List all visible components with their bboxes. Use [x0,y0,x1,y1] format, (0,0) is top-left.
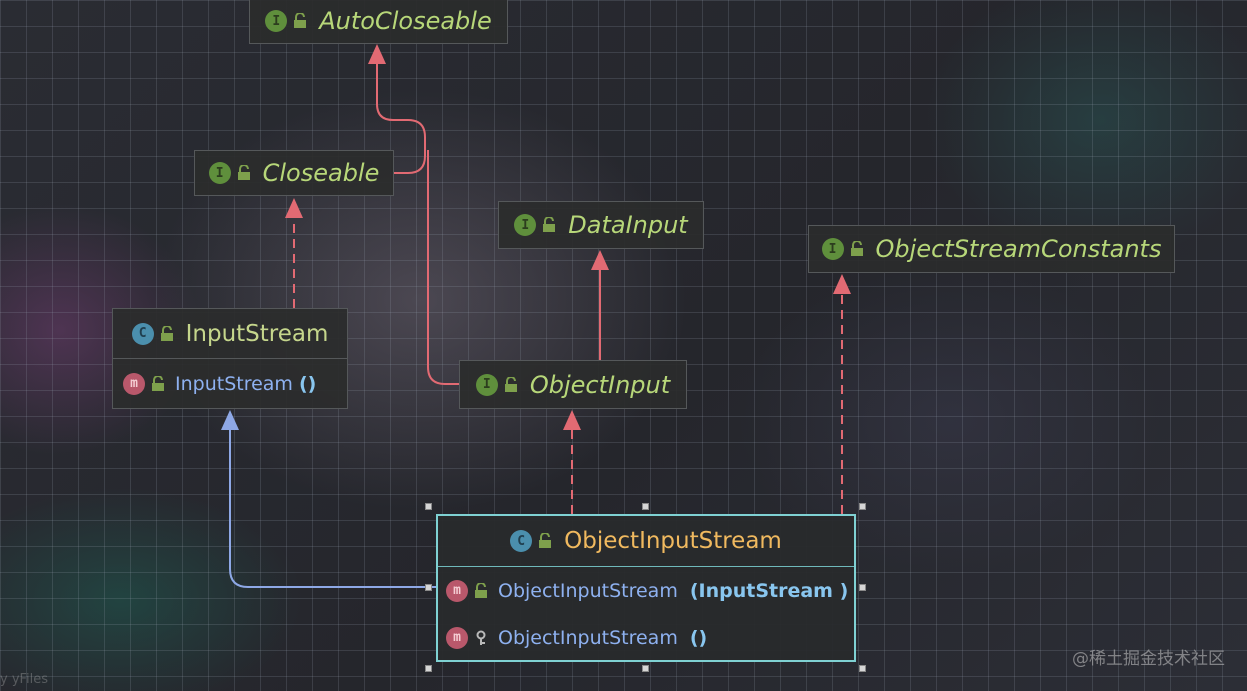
resize-handle-sw[interactable] [425,665,432,672]
public-lock-icon [539,533,552,548]
resize-handle-se[interactable] [859,665,866,672]
node-divider [113,358,347,359]
node-title: AutoCloseable [319,7,492,35]
method-args: () [689,626,708,649]
node-objectinputstream[interactable]: C ObjectInputStream m ObjectInputStream … [436,514,856,662]
arrowhead-objectstreamconstants [833,274,851,294]
resize-handle-nw[interactable] [425,503,432,510]
node-title: DataInput [568,211,688,239]
method-row[interactable]: m ObjectInputStream (InputStream ) [438,567,854,614]
node-title: Closeable [262,159,380,187]
interface-badge-icon: I [475,373,498,396]
public-lock-icon [504,376,517,392]
node-closeable[interactable]: I Closeable [194,150,394,196]
public-lock-icon [850,241,863,256]
public-lock-icon [543,217,556,232]
interface-badge-icon: I [208,162,231,184]
method-row[interactable]: m ObjectInputStream () [438,614,854,661]
arrowhead-datainput [591,250,609,270]
resize-handle-w[interactable] [425,584,432,591]
edge-objectinput-to-autocloseable [427,150,459,385]
node-objectinput[interactable]: I ObjectInput [459,360,687,409]
node-datainput[interactable]: I DataInput [498,201,704,249]
public-lock-icon [152,375,164,391]
edge-ois-to-inputstream [229,428,437,588]
public-lock-icon [294,13,307,28]
protected-key-icon [476,630,486,645]
class-badge-icon: C [131,322,154,345]
method-row[interactable]: m InputStream () [113,359,347,408]
public-lock-icon [475,582,487,598]
public-lock-icon [160,325,173,341]
yfiles-credit: y yFiles [0,672,49,687]
public-lock-icon [237,165,250,180]
arrowhead-objectinput [563,410,581,430]
method-badge-icon: m [123,372,145,395]
arrowhead-inputstream [221,410,239,430]
watermark: @稀土掘金技术社区 [1072,649,1225,669]
node-title: ObjectStreamConstants [875,235,1162,263]
edge-closeable-to-autocloseable [376,62,426,174]
method-name: ObjectInputStream [498,626,678,649]
interface-badge-icon: I [514,214,537,236]
method-args: () [298,372,317,395]
node-divider [438,566,854,567]
node-title: ObjectInput [529,370,671,399]
resize-handle-ne[interactable] [859,503,866,510]
arrowhead-closeable [285,198,303,218]
node-autocloseable[interactable]: I AutoCloseable [249,0,508,44]
interface-badge-icon: I [821,238,844,260]
method-badge-icon: m [446,626,468,649]
node-objectstreamconstants[interactable]: I ObjectStreamConstants [808,225,1175,273]
interface-badge-icon: I [265,10,288,32]
resize-handle-s[interactable] [642,665,649,672]
resize-handle-n[interactable] [642,503,649,510]
node-title: ObjectInputStream [564,528,782,554]
method-badge-icon: m [446,579,468,602]
node-title: InputStream [185,320,329,347]
method-name: InputStream [175,372,293,395]
class-badge-icon: C [510,530,533,552]
node-inputstream[interactable]: C InputStream m InputStream () [112,308,348,409]
arrowhead-autocloseable [368,44,386,64]
method-args: (InputStream ) [689,579,849,602]
method-name: ObjectInputStream [498,579,678,602]
resize-handle-e[interactable] [859,584,866,591]
